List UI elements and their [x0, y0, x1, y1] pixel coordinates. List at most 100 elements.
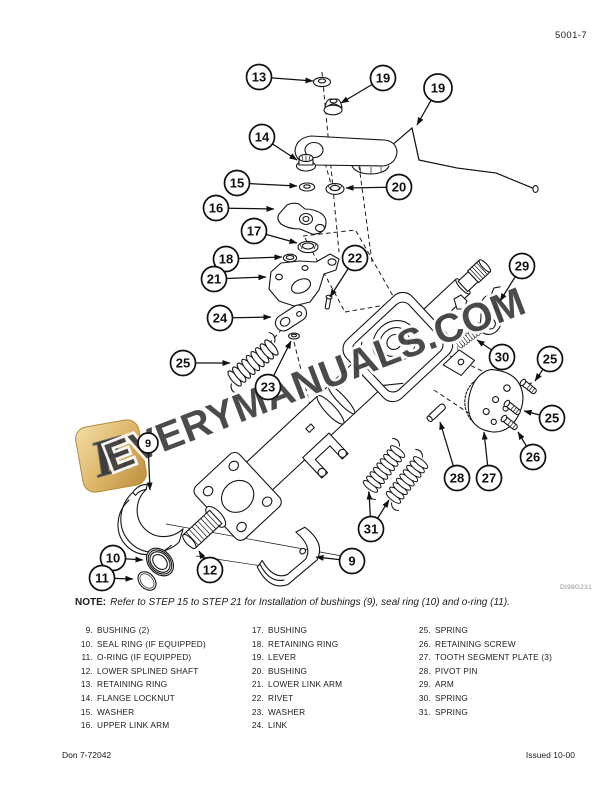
- part-label: LEVER: [268, 652, 297, 663]
- part-label: SPRING: [435, 692, 469, 703]
- callout-number: 12: [203, 562, 217, 577]
- callout-number: 25: [545, 410, 559, 425]
- callout-25: 25: [523, 404, 566, 432]
- part-number: 20.: [251, 665, 264, 676]
- callout-circle: [212, 245, 240, 273]
- part-number: 18.: [251, 638, 264, 649]
- bushing-17-part: [297, 240, 319, 254]
- callout-arrow: [329, 268, 349, 298]
- callout-31: 31: [357, 491, 390, 543]
- seal-ring-10-part: [145, 547, 175, 577]
- parts-list-item: 17. BUSHING: [249, 624, 342, 638]
- parts-list-item: 12.LOWER SPLINED SHAFT: [78, 665, 206, 679]
- part-number: 22.: [251, 692, 264, 703]
- parts-list-item: 11.O-RING (IF EQUIPPED): [78, 651, 206, 665]
- part-label: RETAINING RING: [268, 638, 339, 649]
- part-number: 17.: [251, 625, 264, 635]
- callout-arrow: [114, 575, 134, 582]
- callout-26: 26: [517, 431, 547, 471]
- callout-27: 27: [475, 431, 503, 492]
- callout-circle: [443, 464, 471, 492]
- callout-arrow: [517, 431, 528, 447]
- part-number: 10.: [80, 638, 93, 649]
- o-ring-11-part: [137, 571, 157, 591]
- callout-number: 23: [261, 379, 275, 394]
- part-label: SPRING: [435, 625, 469, 635]
- callout-19: 19: [416, 73, 453, 126]
- callout-arrow: [232, 314, 272, 321]
- note-label: NOTE:: [75, 597, 107, 608]
- callout-arrow: [523, 409, 541, 416]
- parts-list-item: 28.PIVOT PIN: [416, 665, 552, 679]
- callout-arrow: [340, 83, 373, 104]
- callout-arrow: [265, 233, 298, 244]
- callout-arrow: [146, 452, 153, 491]
- parts-list-item: 30.SPRING: [416, 692, 552, 706]
- retaining-ring-18-part: [282, 253, 298, 263]
- callout-circle: [338, 547, 366, 575]
- part-number: 15.: [80, 706, 93, 717]
- part-number: 27.: [418, 652, 431, 663]
- callout-circle: [200, 265, 228, 293]
- callout-30: 30: [476, 339, 516, 371]
- lower-link-arm-21-part: [268, 253, 340, 307]
- callout-circle: [206, 304, 234, 332]
- part-number: 26.: [418, 638, 431, 649]
- callout-24: 24: [206, 304, 272, 332]
- callout-18: 18: [212, 245, 283, 273]
- part-label: LINK: [268, 720, 288, 731]
- part-label: SPRING: [435, 706, 469, 717]
- callout-number: 9: [348, 553, 355, 568]
- callout-circle: [538, 404, 566, 432]
- part-label: FLANGE LOCKNUT: [97, 692, 175, 703]
- part-number: 12.: [80, 665, 93, 676]
- callout-19: 19: [340, 64, 397, 104]
- callout-number: 9: [145, 438, 151, 450]
- part-label: BUSHING: [268, 625, 308, 635]
- callout-arrow: [476, 339, 493, 351]
- part-number: 25.: [418, 625, 431, 635]
- callout-arrow: [315, 554, 340, 561]
- part-number: 14.: [80, 692, 93, 703]
- parts-list-item: 24.LINK: [249, 719, 342, 733]
- part-label: ARM: [435, 679, 455, 690]
- tooth-segment-plate-27-part: [464, 368, 524, 433]
- callout-number: 28: [450, 470, 464, 485]
- callout-number: 16: [209, 200, 223, 215]
- washer-23-part: [288, 332, 300, 340]
- part-label: BUSHING: [268, 665, 308, 676]
- parts-list-item: 10.SEAL RING (IF EQUIPPED): [78, 638, 206, 652]
- callout-12: 12: [196, 550, 224, 584]
- parts-list-column-1: 9.BUSHING (2)10.SEAL RING (IF EQUIPPED)1…: [78, 624, 206, 733]
- washer-15-part: [298, 182, 316, 192]
- part-number: 13.: [80, 679, 93, 690]
- callout-13: 13: [245, 63, 314, 91]
- callout-9: 9: [137, 432, 159, 491]
- retaining-ring-13-part: [312, 76, 332, 88]
- part-label: LOWER LINK ARM: [268, 679, 343, 690]
- parts-list-item: 27.TOOTH SEGMENT PLATE (3): [416, 651, 552, 665]
- part-label: BUSHING (2): [97, 625, 150, 635]
- arm-29-part: [479, 286, 503, 335]
- bushing-9-lower-part: [256, 526, 321, 587]
- callout-number: 24: [213, 310, 228, 325]
- callout-number: 15: [230, 175, 244, 190]
- callout-number: 14: [255, 129, 270, 144]
- parts-list-item: 9.BUSHING (2): [78, 624, 206, 638]
- parts-list-item: 26.RETAINING SCREW: [416, 638, 552, 652]
- callout-circle: [536, 345, 564, 373]
- parts-list-item: 31.SPRING: [416, 706, 552, 720]
- part-number: 21.: [251, 679, 264, 690]
- callout-9: 9: [315, 547, 366, 575]
- callout-circle: [169, 349, 197, 377]
- callout-number: 27: [482, 470, 496, 485]
- part-number: 11.: [81, 652, 93, 663]
- parts-list-item: 20. BUSHING: [249, 665, 342, 679]
- callout-28: 28: [439, 421, 471, 492]
- callout-25: 25: [534, 345, 564, 382]
- callout-arrow: [499, 276, 516, 302]
- part-number: 16.: [80, 720, 93, 731]
- callout-arrow: [249, 182, 298, 189]
